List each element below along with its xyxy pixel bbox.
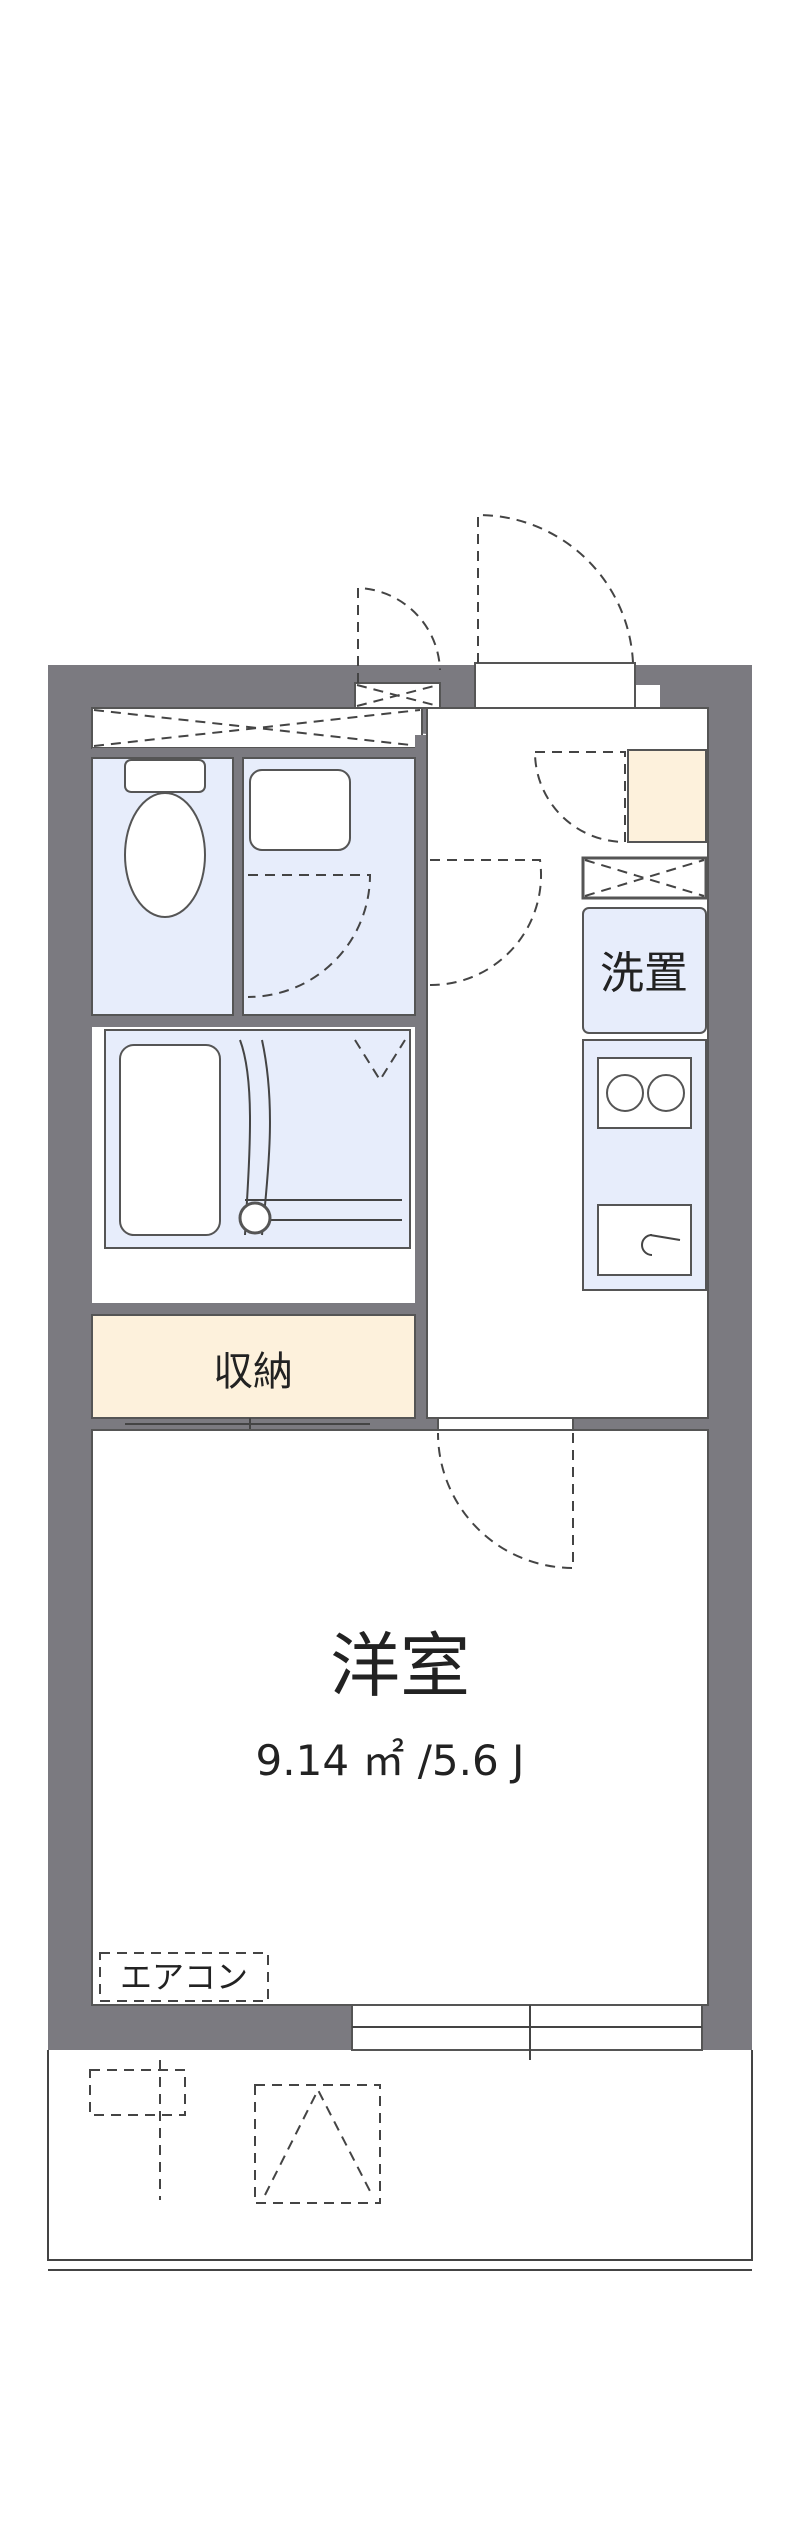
balcony-exit-box bbox=[254, 2084, 381, 2204]
cabinet-door-swing bbox=[534, 751, 626, 844]
partition-upper bbox=[92, 748, 422, 758]
shoe-cabinet bbox=[627, 749, 707, 843]
washer-space bbox=[582, 907, 707, 1034]
toilet-tank bbox=[124, 759, 206, 793]
western-room bbox=[91, 1429, 709, 2006]
wash-basin bbox=[249, 769, 351, 851]
balcony-window-sash bbox=[352, 2005, 702, 2060]
partition-toilet-wash bbox=[233, 758, 243, 1020]
storage-room bbox=[91, 1314, 416, 1419]
aircon-label: エアコン bbox=[120, 1958, 248, 1996]
bath-drain bbox=[238, 1201, 272, 1235]
washroom-door-swing bbox=[247, 874, 372, 998]
partition-vertical-main bbox=[415, 735, 427, 1435]
storage-door-track bbox=[125, 1418, 370, 1430]
partition-bath-bottom bbox=[92, 1303, 422, 1315]
stove-burner-right bbox=[647, 1074, 685, 1112]
bath-rail bbox=[245, 1199, 402, 1221]
balcony-unit-box bbox=[89, 2069, 186, 2116]
balcony-outline bbox=[47, 2050, 753, 2271]
room-door-swing bbox=[437, 1432, 574, 1570]
washer-label: 洗置 bbox=[600, 948, 688, 999]
balcony-exit-arrow bbox=[264, 2087, 373, 2196]
aircon-box bbox=[99, 1952, 269, 2002]
room-door-frame bbox=[437, 1417, 574, 1431]
entrance-door-swing bbox=[477, 513, 634, 664]
top-closet-cross bbox=[93, 709, 421, 747]
stove-burner-left bbox=[606, 1074, 644, 1112]
faucet-icon bbox=[641, 1234, 681, 1256]
western-room-name: 洋室 bbox=[330, 1625, 470, 1707]
sub-door-cross bbox=[356, 684, 439, 707]
corridor-door-swing bbox=[429, 859, 543, 987]
storage-label: 収納 bbox=[213, 1349, 293, 1395]
toilet-bowl bbox=[124, 792, 206, 918]
bathtub bbox=[119, 1044, 221, 1236]
top-closet-strip bbox=[91, 707, 423, 749]
western-room-area: 9.14 ㎡ /5.6 J bbox=[256, 1736, 525, 1785]
washer-shelf-cross bbox=[584, 859, 705, 897]
sub-door-swing bbox=[357, 586, 441, 683]
partition-bath-top bbox=[92, 1015, 422, 1027]
entrance-door-opening bbox=[474, 662, 636, 709]
